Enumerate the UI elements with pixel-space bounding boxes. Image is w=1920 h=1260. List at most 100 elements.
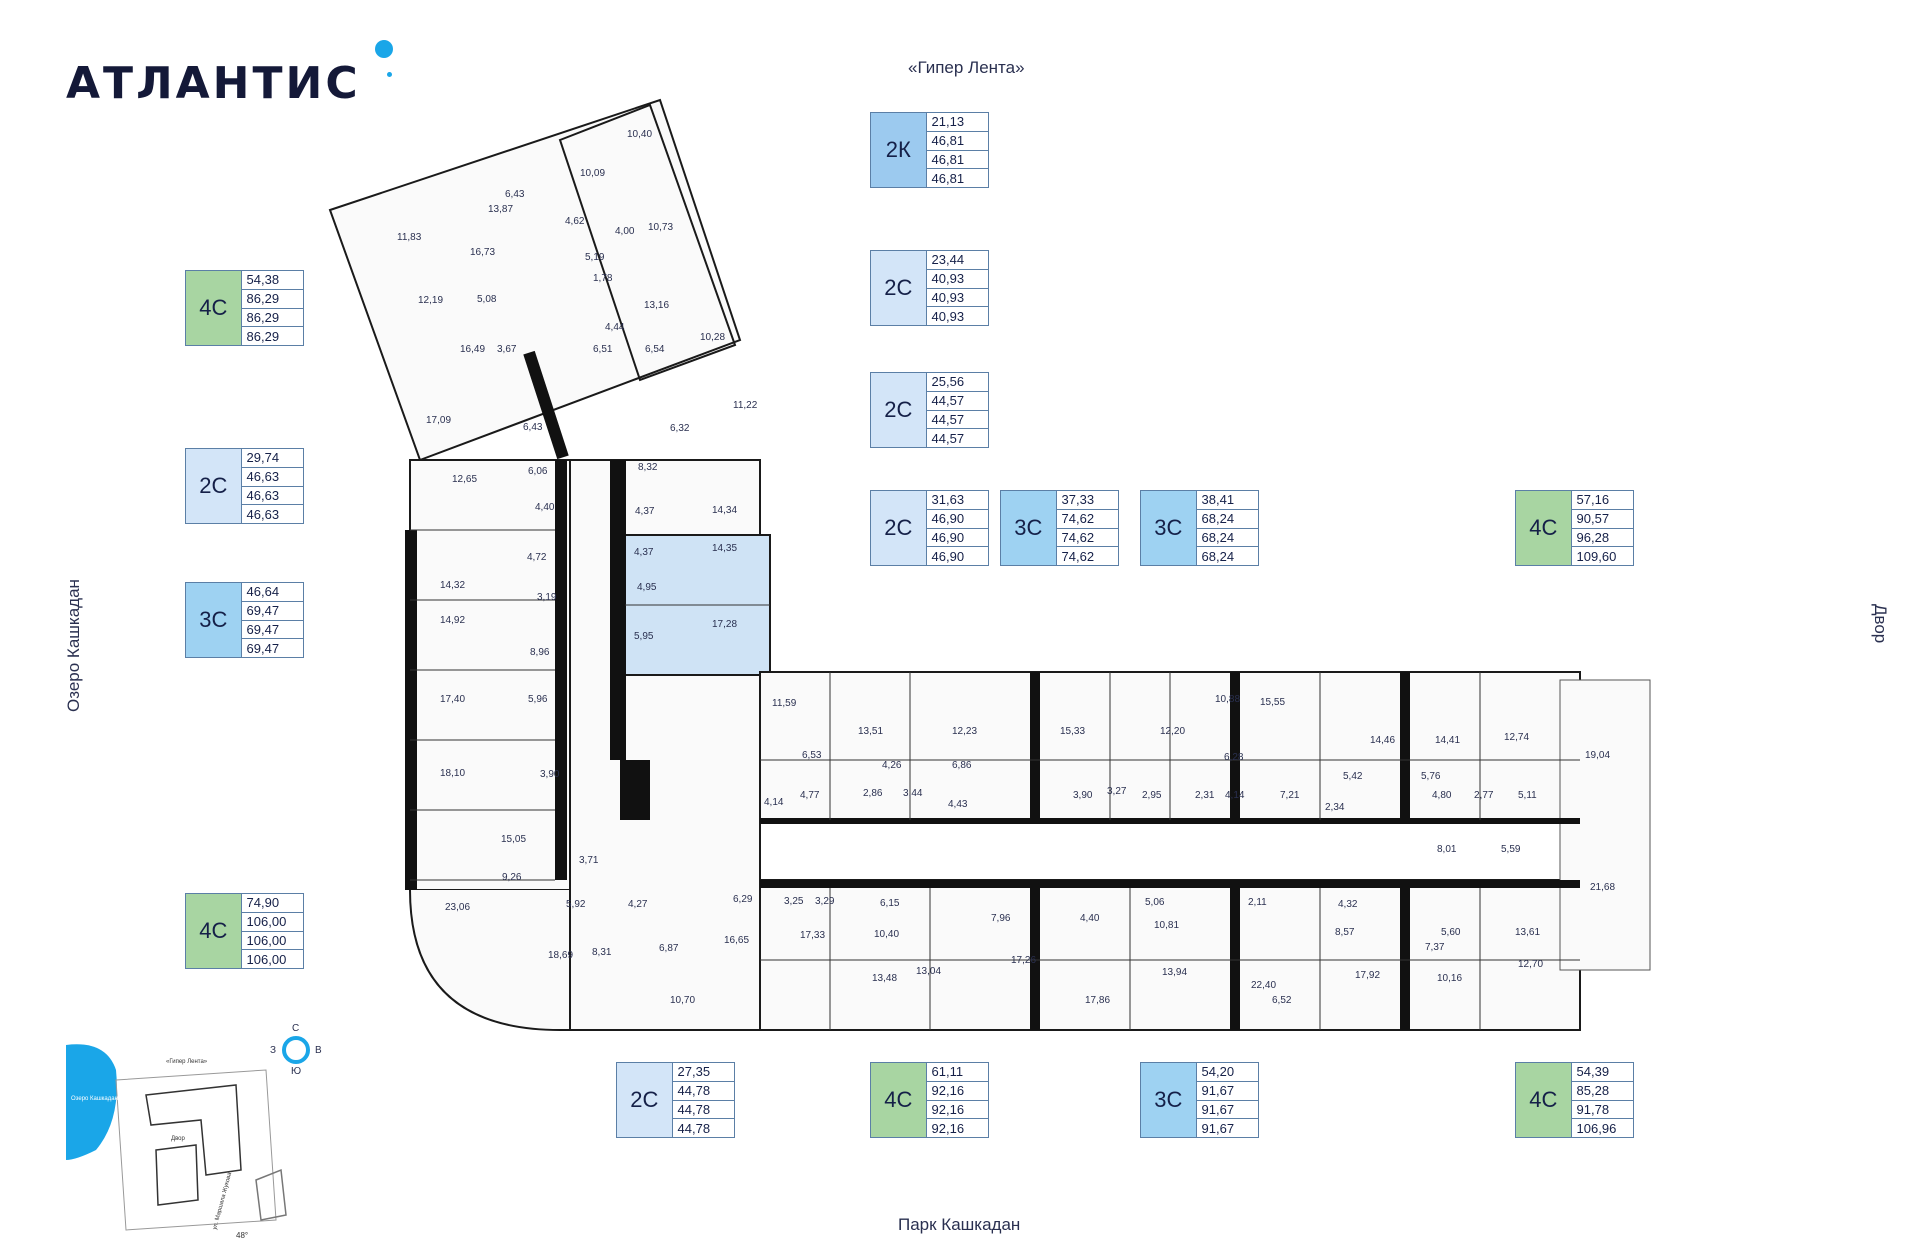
room-area-label: 16,49 [460,344,485,355]
apartment-type: 2С [871,373,927,447]
room-area-label: 10,73 [648,222,673,233]
room-area-label: 4,37 [634,547,654,558]
road-label: «Гипер Лента» [166,1059,208,1065]
room-area-label: 15,05 [501,834,526,845]
site-map: Озеро Кашкадан «Гипер Лента» Двор ул. Ма… [66,1044,287,1240]
room-area-label: 5,59 [1501,844,1521,855]
area-value: 91,67 [1196,1082,1258,1101]
area-value: 86,29 [241,290,303,309]
room-area-label: 12,65 [452,474,477,485]
room-area-label: 11,59 [772,698,797,709]
room-area-label: 6,29 [733,894,753,905]
room-area-label: 4,14 [1225,790,1245,801]
area-value: 44,57 [926,392,988,411]
room-area-label: 17,40 [440,694,465,705]
area-value: 21,13 [926,113,988,132]
room-area-label: 18,69 [548,950,573,961]
room-area-label: 6,51 [593,344,613,355]
room-area-label: 10,16 [1437,973,1462,984]
apartment-type: 2С [186,449,242,523]
logo-dot-small-icon [387,72,392,77]
area-value: 54,39 [1571,1063,1633,1082]
area-value: 44,78 [672,1101,734,1120]
area-value: 46,81 [931,170,965,186]
area-value: 69,47 [241,621,303,640]
area-value: 46,90 [926,529,988,548]
area-value: 44,57 [931,430,965,446]
brand-name: АТЛАНТИС [66,58,361,109]
room-area-label: 8,96 [530,647,550,658]
room-area-label: 4,14 [764,797,784,808]
room-area-label: 14,32 [440,580,465,591]
room-area-label: 10,88 [1215,694,1240,705]
room-area-label: 4,26 [882,760,902,771]
room-area-label: 5,08 [477,294,497,305]
room-area-label: 16,65 [724,935,749,946]
room-area-label: 8,01 [1437,844,1457,855]
room-area-label: 13,61 [1515,927,1540,938]
area-value: 46,90 [931,548,965,564]
room-area-label: 3,19 [537,592,557,603]
room-area-label: 4,72 [527,552,547,563]
room-area-label: 6,53 [802,750,822,761]
room-area-label: 4,44 [605,322,625,333]
area-value: 90,57 [1571,510,1633,529]
room-area-label: 16,73 [470,247,495,258]
apartment-type: 3С [1001,491,1057,565]
room-area-label: 17,28 [712,619,737,630]
room-area-label: 6,32 [670,423,690,434]
room-area-label: 4,43 [948,799,968,810]
room-area-label: 4,37 [635,506,655,517]
area-value: 96,28 [1571,529,1633,548]
area-value: 29,74 [241,449,303,468]
room-area-label: 5,76 [1421,771,1441,782]
room-area-label: 17,92 [1355,970,1380,981]
room-area-label: 13,48 [872,973,897,984]
room-area-label: 10,40 [627,129,652,140]
lake-label: Озеро Кашкадан [71,1096,118,1102]
area-value: 38,41 [1196,491,1258,510]
apartment-type: 3С [1141,1063,1197,1137]
area-value: 91,67 [1196,1101,1258,1120]
yard-label: Двор [171,1136,186,1142]
area-value: 74,90 [241,894,303,913]
room-area-label: 14,41 [1435,735,1460,746]
room-area-label: 14,35 [712,543,737,554]
apartment-type: 4С [186,271,242,345]
room-area-label: 8,32 [638,462,658,473]
room-area-label: 13,94 [1162,967,1187,978]
room-area-label: 4,00 [615,226,635,237]
area-value: 46,81 [926,132,988,151]
area-value: 106,00 [241,913,303,932]
room-area-label: 13,87 [488,204,513,215]
logo-dot-icon [375,40,393,58]
room-area-label: 6,54 [645,344,665,355]
apartment-type: 4С [1516,1063,1572,1137]
area-value: 69,47 [246,640,280,656]
room-area-label: 13,04 [916,966,941,977]
compass-west: З [270,1045,277,1056]
angle-label: 48° [236,1231,248,1240]
room-area-label: 14,46 [1370,735,1395,746]
room-area-label: 5,92 [566,899,586,910]
room-area-label: 4,32 [1338,899,1358,910]
room-area-label: 15,33 [1060,726,1085,737]
area-value: 92,16 [931,1120,965,1136]
room-area-label: 13,16 [644,300,669,311]
